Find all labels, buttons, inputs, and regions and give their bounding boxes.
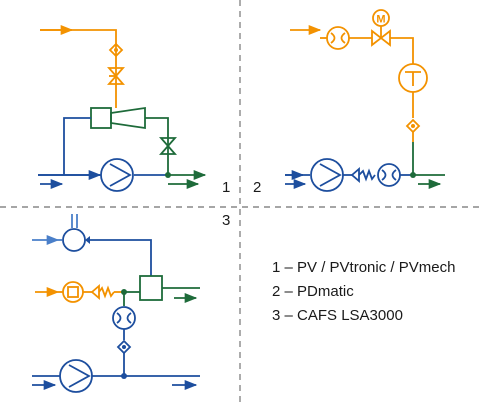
valve-symbol [107, 67, 125, 85]
quadrant-number-1: 1 [222, 179, 231, 196]
flow-meter-symbol [326, 26, 350, 50]
schematic-2 [285, 9, 445, 192]
legend: 1 – PV / PVtronic / PVmech 2 – PDmatic 3… [272, 256, 455, 328]
motor-symbol [372, 9, 390, 27]
check-valve-symbol [90, 284, 100, 300]
legend-item: 1 – PV / PVtronic / PVmech [272, 259, 456, 276]
ejector-symbol [110, 106, 146, 130]
dosing-pump-symbol [62, 281, 84, 303]
legend-item: 2 – PDmatic [272, 283, 354, 300]
schematic-3 [32, 214, 200, 393]
check-valve-symbol [350, 167, 360, 183]
quadrant-number-2: 2 [253, 179, 262, 196]
compressor-symbol [62, 228, 86, 252]
flow-meter-symbol [377, 163, 401, 187]
schematic-1 [38, 24, 207, 192]
motor-label: M [376, 14, 385, 26]
check-valve-symbol [108, 42, 124, 58]
check-valve-symbol [116, 339, 132, 355]
legend-item: 3 – CAFS LSA3000 [272, 307, 403, 324]
mixer-box [90, 107, 112, 129]
pump-symbol [100, 158, 134, 192]
orange-supply-pipe [40, 29, 117, 108]
motor-valve-symbol [371, 29, 391, 47]
quadrant-number-3: 3 [222, 212, 231, 229]
check-valve-symbol [405, 118, 421, 134]
flow-meter-symbol [112, 306, 136, 330]
mixer-box [139, 275, 163, 301]
valve-symbol [159, 137, 177, 155]
